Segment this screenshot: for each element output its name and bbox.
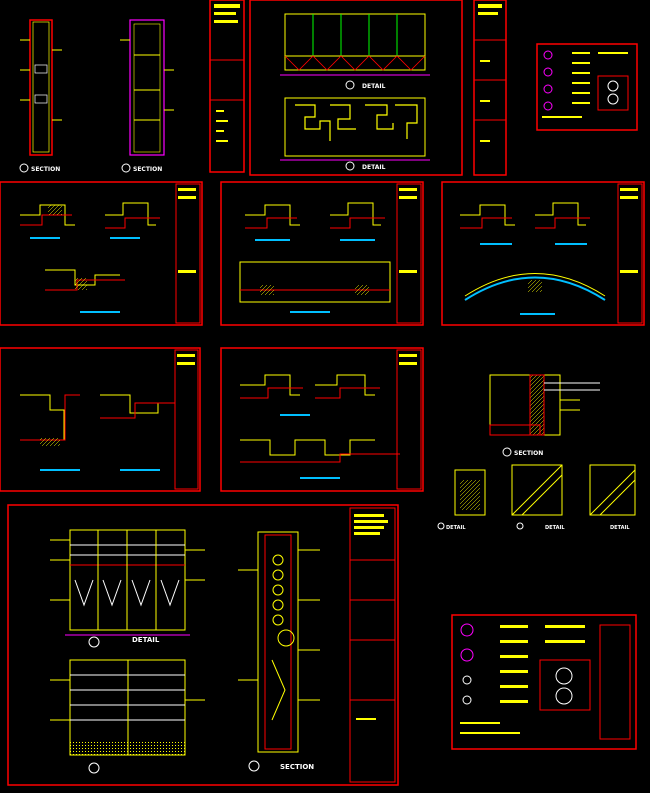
- section-cabinet-1: SECTION: [19, 19, 62, 173]
- legend-sheet-large: [451, 614, 637, 750]
- section-title: SECTION: [280, 763, 314, 771]
- detail-title: DETAIL: [610, 525, 630, 531]
- detail-title: DETAIL: [545, 525, 565, 531]
- section-title: SECTION: [133, 166, 162, 173]
- detail-glass-cabinet-frame: DETAIL DETAIL: [249, 0, 463, 176]
- detail-sheet-row2-1: [0, 181, 203, 326]
- detail-title: DETAIL: [446, 525, 466, 531]
- section-title: SECTION: [31, 166, 60, 173]
- detail-sheet-row3-2: [220, 347, 424, 492]
- details-small-three: DETAIL DETAIL DETAIL: [437, 464, 636, 531]
- detail-title: DETAIL: [362, 83, 386, 90]
- detail-sheet-row2-3-arch: [441, 181, 645, 326]
- detail-sheet-bottom-large: DETAIL SECTION: [7, 504, 399, 786]
- title-block-top-2: [473, 0, 507, 176]
- section-cabinet-2: SECTION: [120, 19, 174, 173]
- detail-title: DETAIL: [132, 636, 160, 644]
- title-block-top-1: [209, 0, 245, 173]
- legend-sheet-small: [536, 43, 638, 131]
- detail-title: DETAIL: [362, 164, 386, 171]
- section-detail-wall: SECTION: [489, 374, 600, 457]
- detail-sheet-row3-1: [0, 347, 201, 492]
- section-title: SECTION: [514, 450, 543, 457]
- detail-sheet-row2-2: [220, 181, 424, 326]
